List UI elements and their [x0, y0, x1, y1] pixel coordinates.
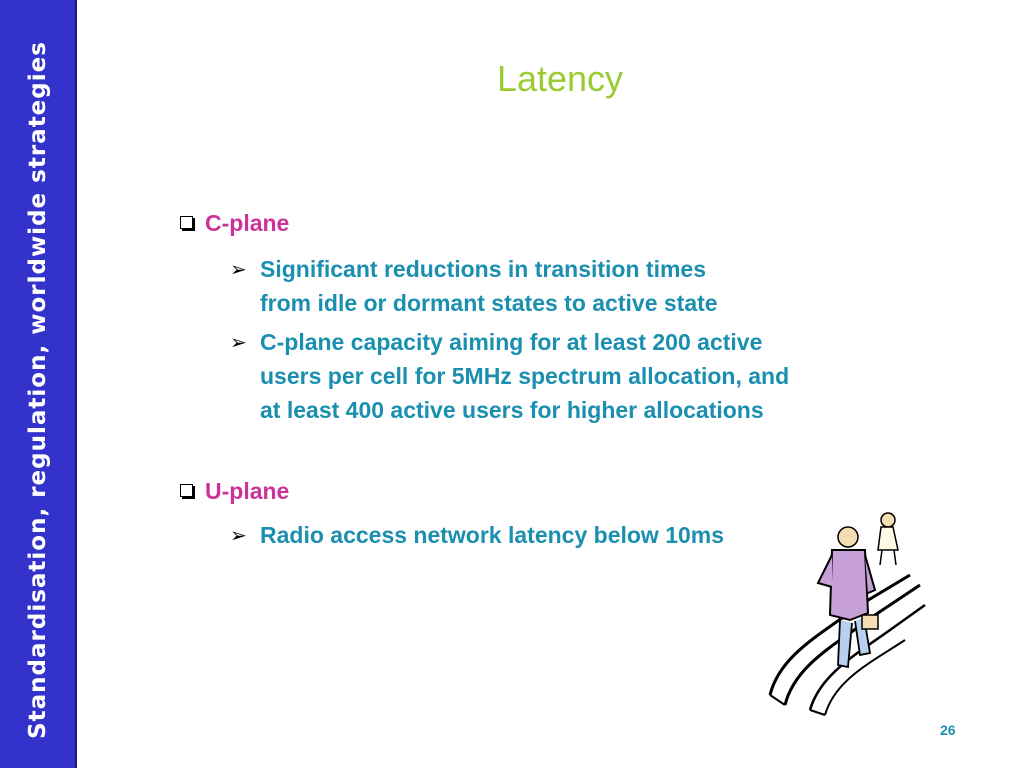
bullet-item: ➢ Radio access network latency below 10m… [230, 518, 724, 552]
checkbox-square-icon [180, 216, 193, 229]
sidebar-title: Standardisation, regulation, worldwide s… [25, 41, 51, 739]
section-heading: U-plane [180, 478, 289, 505]
sidebar: Standardisation, regulation, worldwide s… [0, 0, 77, 768]
arrowhead-icon: ➢ [230, 330, 247, 354]
bullet-item: ➢ Significant reductions in transition t… [230, 252, 718, 320]
section-heading: C-plane [180, 210, 289, 237]
bullet-item: ➢ C-plane capacity aiming for at least 2… [230, 325, 789, 427]
arrowhead-icon: ➢ [230, 523, 247, 547]
checkbox-square-icon [180, 484, 193, 497]
slide-title: Latency [496, 58, 624, 99]
page-number: 26 [940, 722, 956, 738]
escalator-people-illustration [768, 512, 926, 716]
arrowhead-icon: ➢ [230, 257, 247, 281]
